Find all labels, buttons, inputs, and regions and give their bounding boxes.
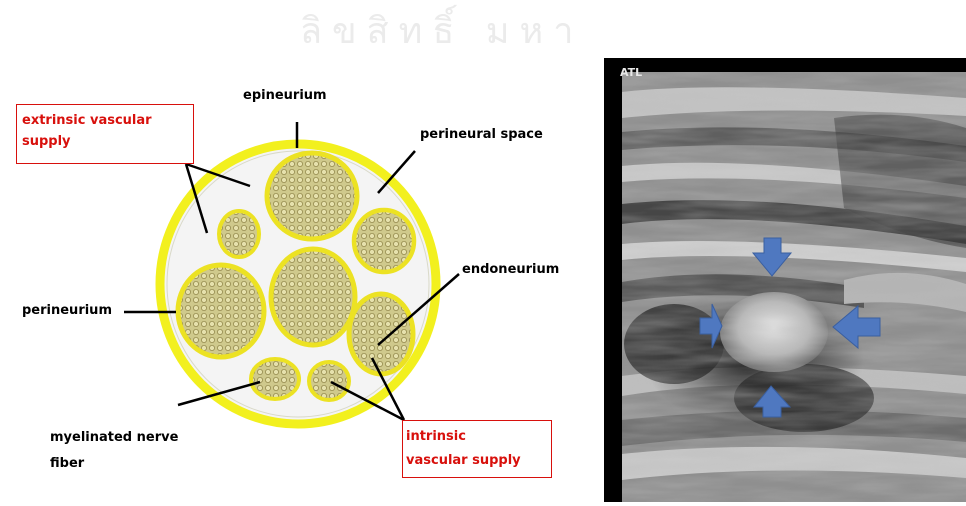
label-vascular-supply: vascular supply bbox=[406, 452, 521, 469]
label-extrinsic-supply: supply bbox=[22, 133, 71, 150]
fascicle bbox=[309, 362, 349, 400]
fascicle bbox=[219, 211, 259, 257]
fascicle bbox=[267, 153, 357, 239]
label-endoneurium: endoneurium bbox=[462, 261, 559, 278]
fascicle bbox=[178, 265, 264, 357]
label-myelinated-nerve: myelinated nerve bbox=[50, 429, 178, 446]
machine-tag: ATL bbox=[620, 66, 642, 79]
label-intrinsic: intrinsic bbox=[406, 428, 466, 445]
fascicle bbox=[349, 294, 413, 374]
ultrasound-image bbox=[604, 58, 966, 502]
label-fiber: fiber bbox=[50, 455, 84, 472]
label-epineurium: epineurium bbox=[243, 87, 327, 104]
fascicle bbox=[251, 359, 299, 399]
fascicle bbox=[271, 249, 355, 345]
label-perineural-space: perineural space bbox=[420, 126, 543, 143]
label-extrinsic-vascular: extrinsic vascular bbox=[22, 112, 152, 129]
ultrasound-texture bbox=[604, 58, 966, 502]
fascicle bbox=[354, 210, 414, 272]
label-perineurium: perineurium bbox=[22, 302, 112, 319]
